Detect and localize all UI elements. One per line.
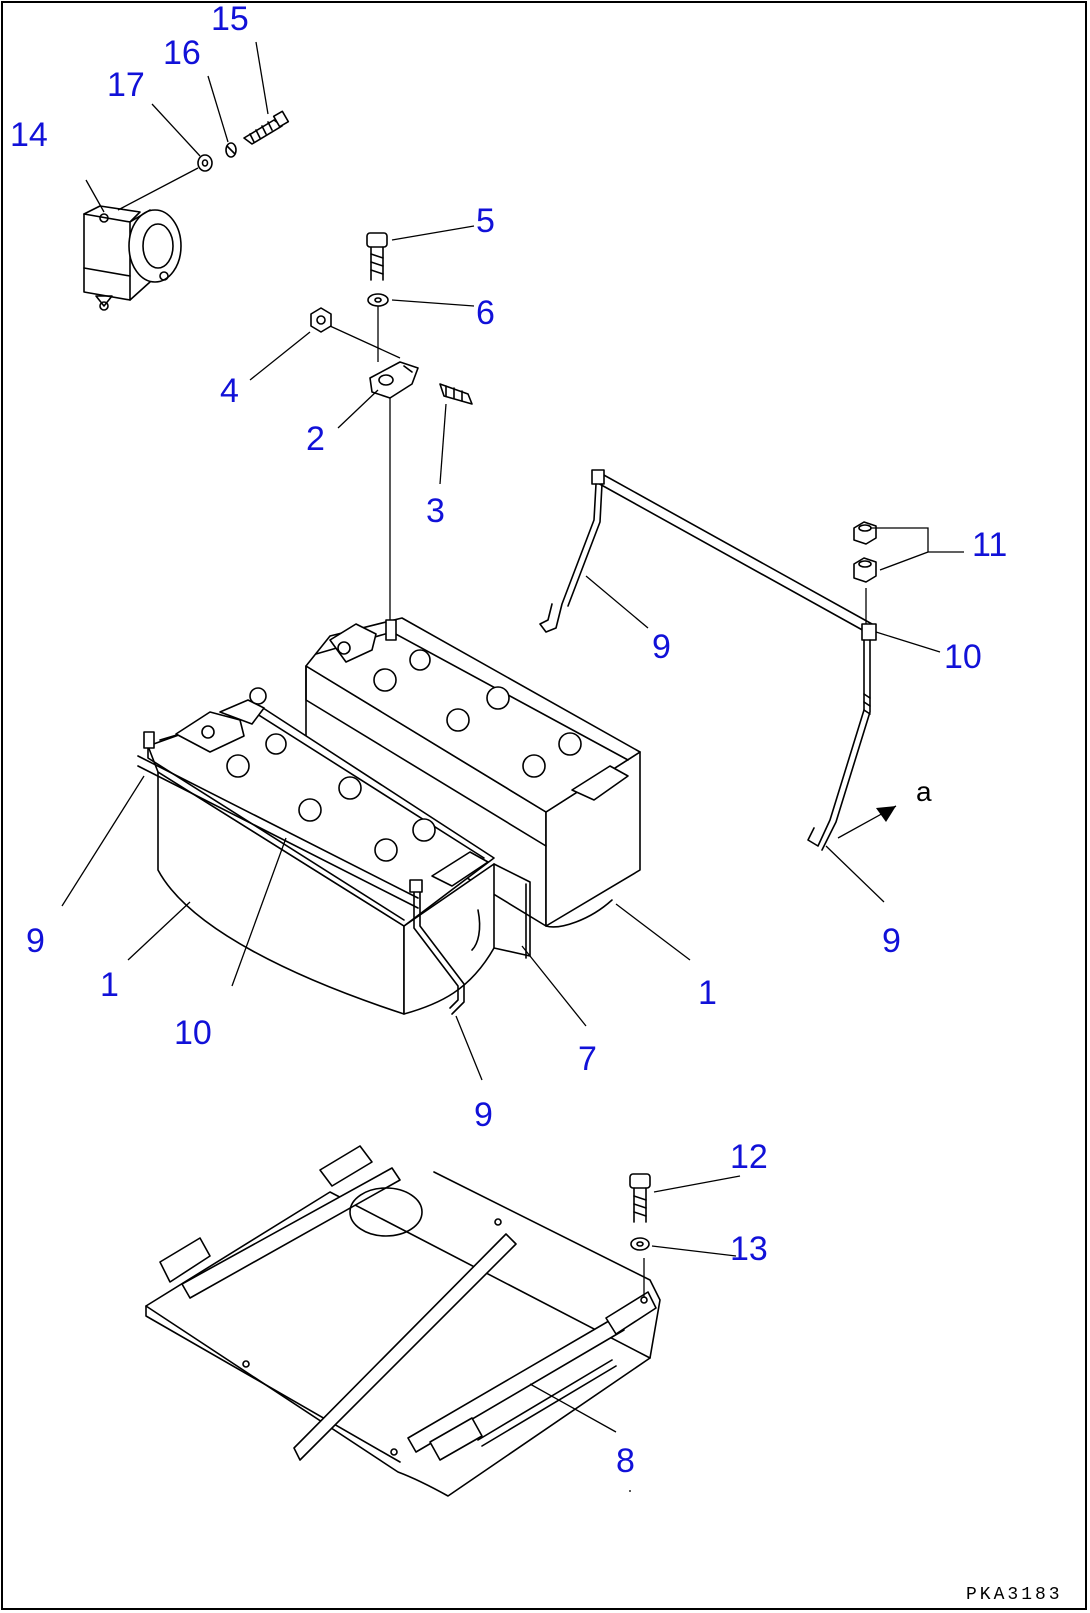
- callout-1-left: 1: [100, 966, 119, 1004]
- callout-8: 8: [616, 1442, 635, 1480]
- callout-11: 11: [972, 526, 1008, 564]
- callout-12: 12: [730, 1138, 768, 1176]
- battery-part-1-left: [143, 687, 495, 1015]
- leader-lines: [61, 41, 964, 1492]
- nut-part-4: [310, 307, 332, 333]
- plate-part-7: [493, 863, 531, 959]
- callout-1-right: 1: [698, 974, 717, 1012]
- callout-15: 15: [211, 0, 249, 38]
- hold-down-bar-part-10-right: [591, 469, 877, 641]
- j-bolt-part-9-right: [807, 588, 871, 851]
- callout-9-left: 9: [26, 922, 45, 960]
- washer-part-17: [197, 154, 213, 172]
- callout-3: 3: [426, 492, 445, 530]
- callout-2: 2: [306, 420, 325, 458]
- drawing-code: PKA3183: [966, 1585, 1063, 1605]
- hold-down-bar-part-10-left: [137, 755, 419, 909]
- callout-5: 5: [476, 202, 495, 240]
- callout-10-left: 10: [174, 1014, 212, 1052]
- callout-9-bottom: 9: [474, 1096, 493, 1134]
- washer-part-6: [367, 293, 389, 307]
- bolt-part-15: [243, 110, 290, 145]
- battery-relay-part-14: [83, 205, 182, 311]
- battery-terminal-part-2: [369, 361, 419, 399]
- lock-washer-part-16: [225, 142, 237, 158]
- j-bolt-part-9-top: [539, 483, 603, 633]
- terminal-bolt-part-3: [439, 383, 473, 405]
- nut-part-11-upper: [853, 521, 877, 545]
- callout-10-right: 10: [944, 638, 982, 676]
- callout-6: 6: [476, 294, 495, 332]
- bolt-part-12: [629, 1173, 651, 1223]
- callout-4: 4: [220, 372, 239, 410]
- callout-17: 17: [107, 66, 145, 104]
- callout-16: 16: [163, 34, 201, 72]
- bolt-part-5: [366, 232, 388, 281]
- callout-13: 13: [730, 1230, 768, 1268]
- washer-part-13: [630, 1237, 650, 1251]
- callout-7: 7: [578, 1040, 597, 1078]
- view-letter-a: a: [916, 776, 932, 807]
- j-bolt-part-9-left: [409, 879, 465, 1015]
- callout-14: 14: [10, 116, 48, 154]
- nut-part-11-lower: [853, 557, 877, 583]
- battery-tray-part-8: [145, 1145, 661, 1497]
- callout-9-right: 9: [882, 922, 901, 960]
- callout-9-top: 9: [652, 628, 671, 666]
